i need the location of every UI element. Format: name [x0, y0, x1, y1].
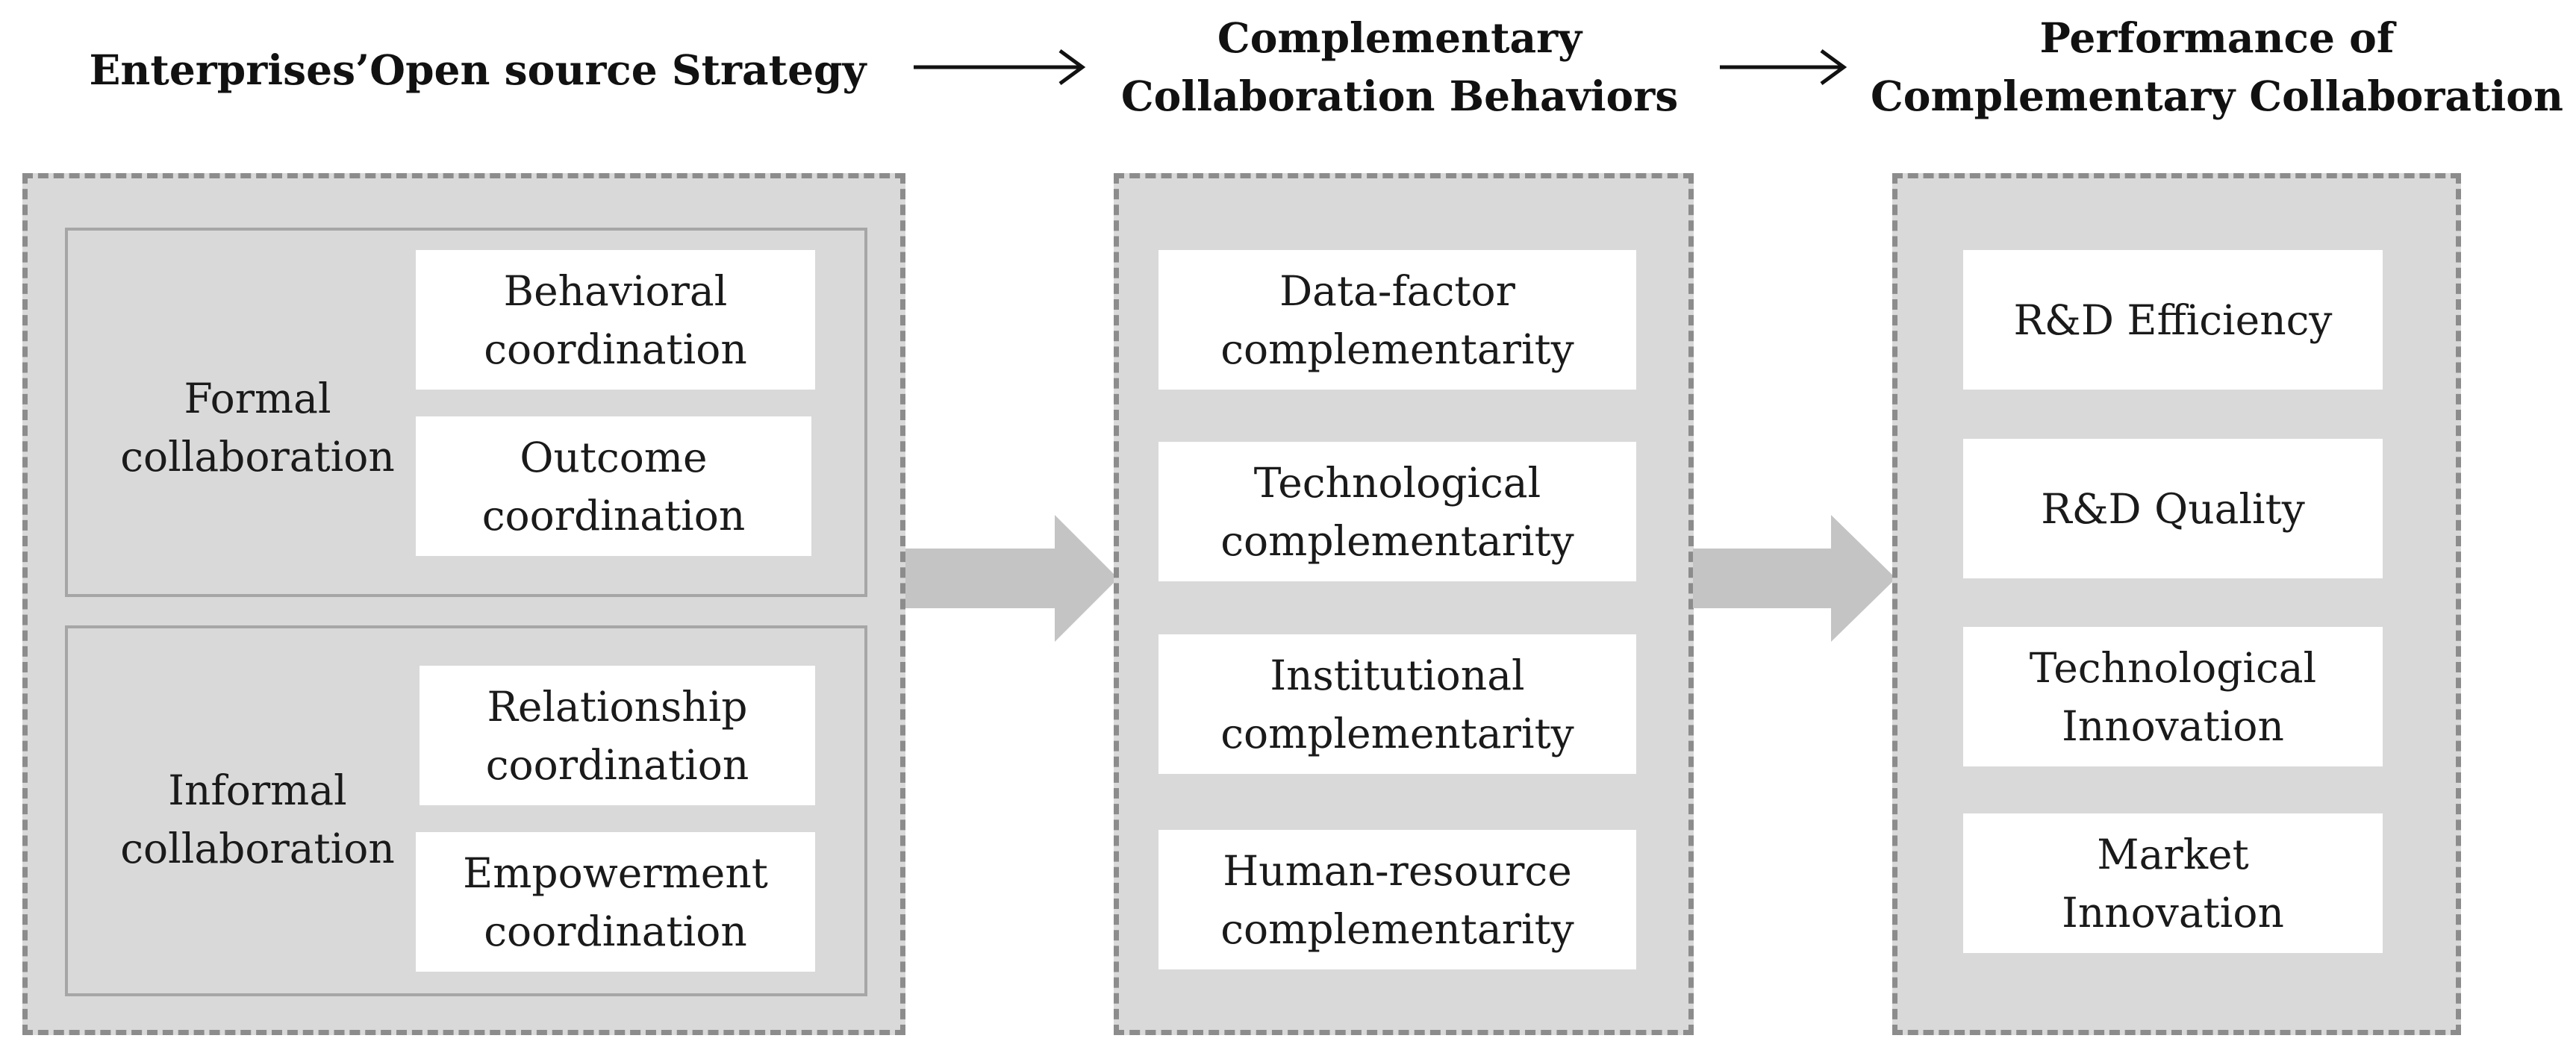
data-factor-complementarity-box: Data-factor complementarity: [1158, 250, 1636, 390]
strategy-header: Enterprises’Open source Strategy: [89, 46, 867, 94]
performance-header: Performance of Complementary Collaborati…: [1871, 13, 2563, 120]
outcome-coordination-box: Outcome coordination: [416, 416, 811, 556]
rd-quality-box: R&D Quality: [1963, 439, 2383, 578]
rd-efficiency-box: R&D Efficiency: [1963, 250, 2383, 390]
relationship-coordination-box: Relationship coordination: [420, 666, 815, 805]
human-resource-complementarity-box: Human-resource complementarity: [1158, 830, 1636, 969]
empowerment-coordination-box: Empowerment coordination: [416, 832, 815, 972]
formal-collaboration-group: [65, 228, 867, 597]
formal-collaboration-label: Formal collaboration: [120, 375, 395, 481]
header-arrow-2: [1720, 49, 1847, 86]
behaviors-header: Complementary Collaboration Behaviors: [1120, 13, 1679, 120]
technological-innovation-box: Technological Innovation: [1963, 627, 2383, 766]
behavioral-coordination-box: Behavioral coordination: [416, 250, 815, 390]
informal-collaboration-group: [65, 625, 867, 996]
informal-collaboration-label: Informal collaboration: [120, 766, 395, 872]
market-innovation-box: Market Innovation: [1963, 813, 2383, 953]
header-arrow-1: [914, 49, 1086, 86]
technological-complementarity-box: Technological complementarity: [1158, 442, 1636, 581]
institutional-complementarity-box: Institutional complementarity: [1158, 634, 1636, 774]
flow-arrow-2: [1693, 515, 1896, 642]
flow-arrow-1: [905, 515, 1118, 642]
